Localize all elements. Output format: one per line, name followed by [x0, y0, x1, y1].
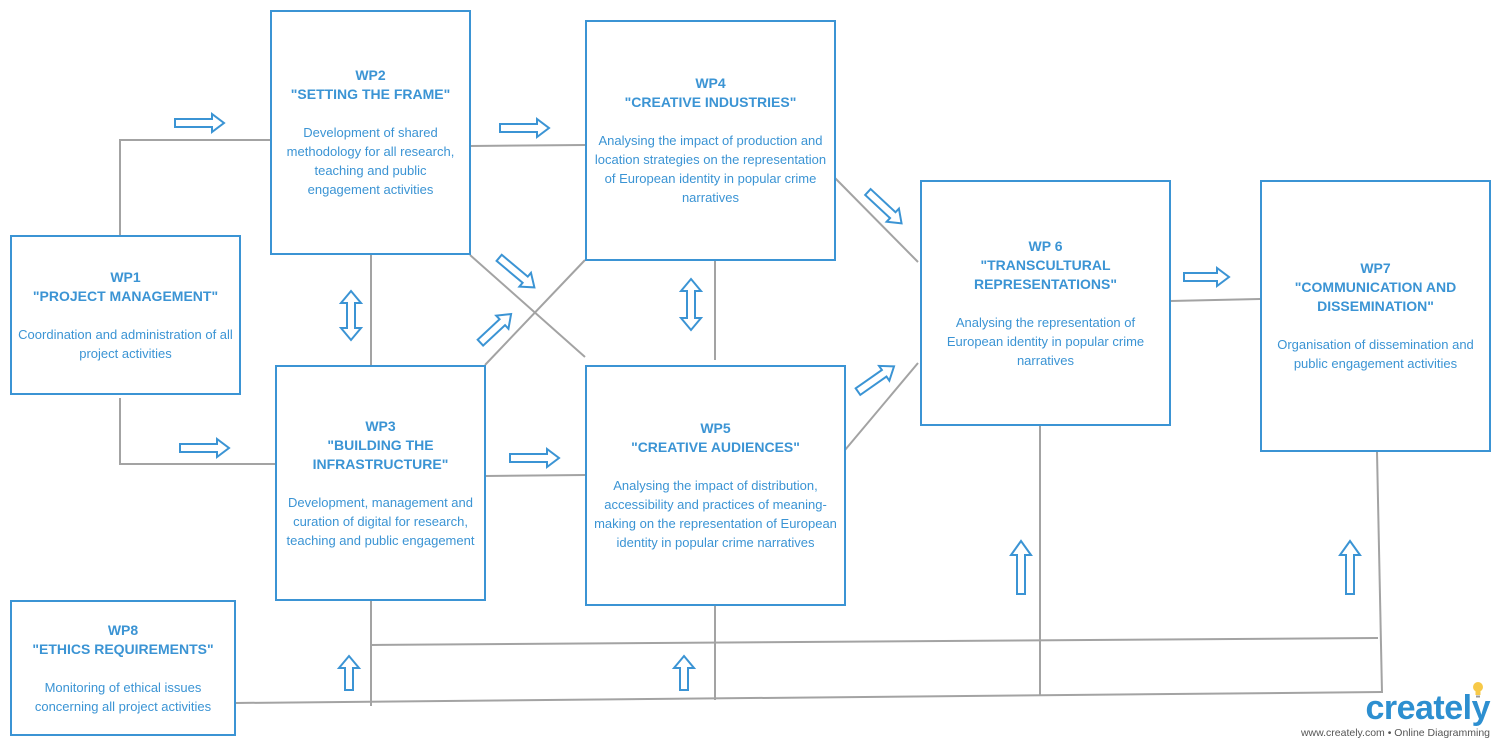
creately-logo: creately [1365, 689, 1490, 727]
arrow-right-icon [174, 112, 226, 134]
arrow-right-icon [1183, 266, 1231, 288]
wp5-box[interactable]: WP5 "CREATIVE AUDIENCES" Analysing the i… [585, 365, 846, 606]
wp6-box[interactable]: WP 6 "TRANSCULTURAL REPRESENTATIONS" Ana… [920, 180, 1171, 426]
wp-name: "ETHICS REQUIREMENTS" [32, 640, 214, 657]
wp1-box[interactable]: WP1 "PROJECT MANAGEMENT" Coordination an… [10, 235, 241, 395]
wp3-box[interactable]: WP3 "BUILDING THE INFRASTRUCTURE" Develo… [275, 365, 486, 601]
wp-id: WP4 [695, 75, 726, 91]
wp-id: WP1 [110, 268, 141, 285]
wp-description: Analysing the impact of production and l… [594, 133, 827, 205]
wp-id: WP5 [700, 420, 731, 436]
wp-name: "TRANSCULTURAL REPRESENTATIONS" [973, 256, 1118, 292]
wp-name: "SETTING THE FRAME" [290, 86, 451, 102]
wp-name: "COMMUNICATION AND DISSEMINATION" [1294, 279, 1457, 314]
wp-id: WP7 [1360, 260, 1391, 276]
arrow-up-icon [1338, 539, 1362, 595]
wp-description: Analysing the impact of distribution, ac… [594, 478, 837, 550]
bulb-icon [1473, 682, 1483, 698]
wp2-box[interactable]: WP2 "SETTING THE FRAME" Development of s… [270, 10, 471, 255]
wp8-box[interactable]: WP8 "ETHICS REQUIREMENTS" Monitoring of … [10, 600, 236, 736]
wp-name: "CREATIVE INDUSTRIES" [624, 94, 797, 110]
wp-id: WP8 [107, 621, 139, 638]
wp7-box[interactable]: WP7 "COMMUNICATION AND DISSEMINATION" Or… [1260, 180, 1491, 452]
wp-id: WP 6 [1028, 237, 1063, 254]
wp-description: Organisation of dissemination and public… [1277, 337, 1474, 371]
wp-description: Development, management and curation of … [286, 494, 475, 548]
wp-name: "CREATIVE AUDIENCES" [631, 439, 800, 455]
wp-description: Monitoring of ethical issues concerning … [34, 679, 212, 714]
arrow-right-icon [179, 437, 231, 459]
flow-arrows [174, 112, 1362, 691]
arrow-diag-up-icon [854, 364, 896, 397]
wp-id: WP2 [355, 67, 386, 83]
arrow-up-icon [336, 654, 362, 691]
arrow-updown-icon [678, 277, 704, 332]
arrow-diag-up-icon [476, 312, 513, 347]
arrow-up-icon [671, 654, 697, 691]
arrow-right-icon [499, 117, 551, 139]
arrow-diag-down-icon [863, 187, 903, 225]
creately-tagline: www.creately.com • Online Diagramming [1300, 727, 1490, 739]
arrow-updown-icon [338, 289, 364, 342]
wp-id: WP3 [365, 417, 396, 434]
arrow-diag-down-icon [495, 253, 536, 289]
wp-name: "BUILDING THE INFRASTRUCTURE" [312, 436, 449, 472]
wp-description: Coordination and administration of all p… [18, 326, 233, 361]
arrow-up-icon [1009, 539, 1033, 595]
creately-watermark: creately www.creately.com • Online Diagr… [1300, 689, 1491, 739]
wp-name: "PROJECT MANAGEMENT" [32, 287, 219, 304]
arrow-right-icon [509, 447, 561, 469]
wp4-box[interactable]: WP4 "CREATIVE INDUSTRIES" Analysing the … [585, 20, 836, 261]
wp-description: Development of shared methodology for al… [286, 125, 455, 197]
wp-description: Analysing the representation of European… [946, 314, 1145, 368]
